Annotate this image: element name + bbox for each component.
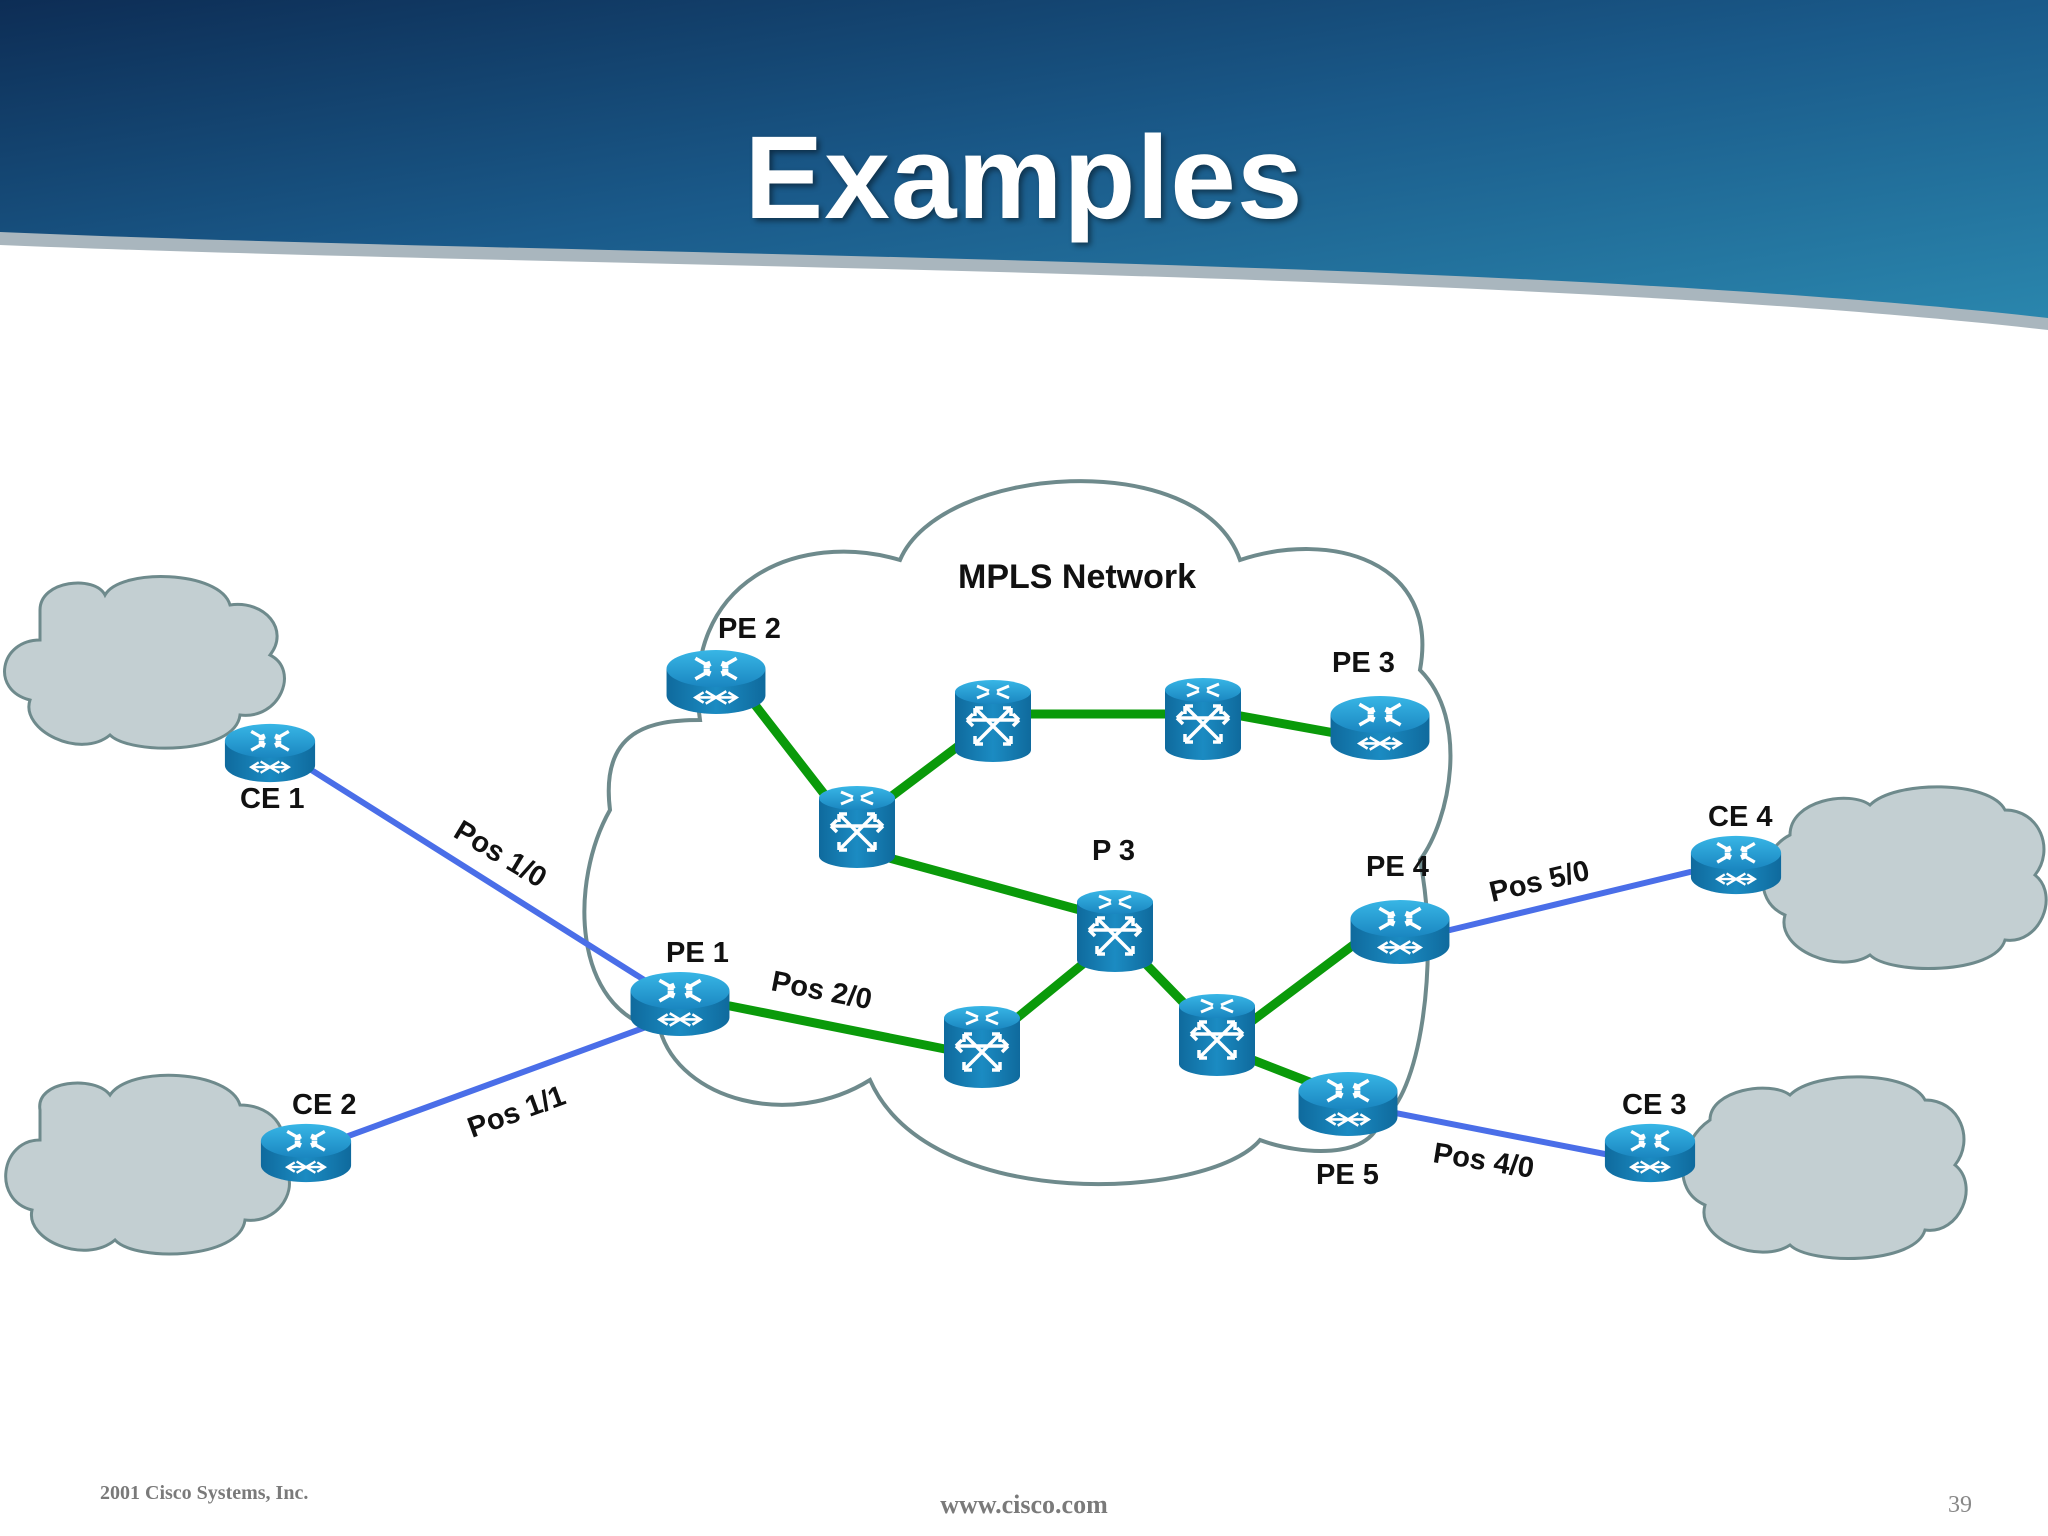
node-label-pe4: PE 4	[1366, 851, 1429, 883]
link-pe2-p1	[740, 687, 840, 813]
cloud-icon	[4, 1073, 291, 1256]
link-p4-pe3	[1225, 709, 1345, 739]
router-icon-ce4	[1689, 834, 1783, 896]
mpls-network-label: MPLS Network	[958, 558, 1196, 596]
node-label-pe3: PE 3	[1332, 647, 1395, 679]
node-label-pe5: PE 5	[1316, 1159, 1379, 1191]
footer-copyright: 2001 Cisco Systems, Inc.	[100, 1482, 309, 1504]
switch-icon-p5	[942, 1004, 1022, 1088]
link-ce2-pe1	[307, 1013, 679, 1153]
node-label-pe1: PE 1	[666, 937, 729, 969]
switch-icon-p4	[1163, 676, 1243, 760]
link-p6-pe4	[1235, 935, 1365, 1035]
node-label-p3: P 3	[1092, 835, 1135, 867]
footer-website: www.cisco.com	[940, 1490, 1108, 1519]
link-pe4-ce4	[1447, 869, 1693, 933]
page-number: 39	[1948, 1492, 1972, 1518]
node-label-ce3: CE 3	[1622, 1089, 1686, 1121]
router-icon-pe4	[1348, 898, 1452, 966]
link-label-pos40: Pos 4/0	[1431, 1137, 1536, 1184]
node-label-ce4: CE 4	[1708, 801, 1772, 833]
router-icon-ce1	[223, 722, 317, 784]
link-ce1-pe1	[302, 763, 679, 1003]
link-pe1-p5	[725, 1001, 965, 1057]
link-p1-p3	[855, 845, 1085, 915]
router-icon-pe3	[1328, 694, 1432, 762]
switch-icon-p1	[817, 784, 897, 868]
router-icon-pe1	[628, 970, 732, 1038]
header-banner	[0, 0, 2048, 330]
customer-links	[302, 763, 1693, 1158]
switch-icon-p6	[1177, 992, 1257, 1076]
node-label-pe2: PE 2	[718, 613, 781, 645]
node-label-ce2: CE 2	[292, 1089, 356, 1121]
router-icon-ce2	[259, 1122, 353, 1184]
switch-icon-p2	[953, 678, 1033, 762]
link-label-pos10: Pos 1/0	[448, 815, 552, 895]
router-icon-pe5	[1296, 1070, 1400, 1138]
router-icon-pe2	[664, 648, 768, 716]
switch-icon-p3	[1075, 888, 1155, 972]
cloud-icon	[3, 575, 286, 750]
link-pe5-ce3	[1387, 1109, 1613, 1158]
cloud-icon	[1761, 785, 2048, 971]
page-title: Examples	[744, 112, 1304, 244]
cloud-icon	[1681, 1075, 1968, 1261]
router-icon-ce3	[1603, 1122, 1697, 1184]
node-label-ce1: CE 1	[240, 783, 304, 815]
